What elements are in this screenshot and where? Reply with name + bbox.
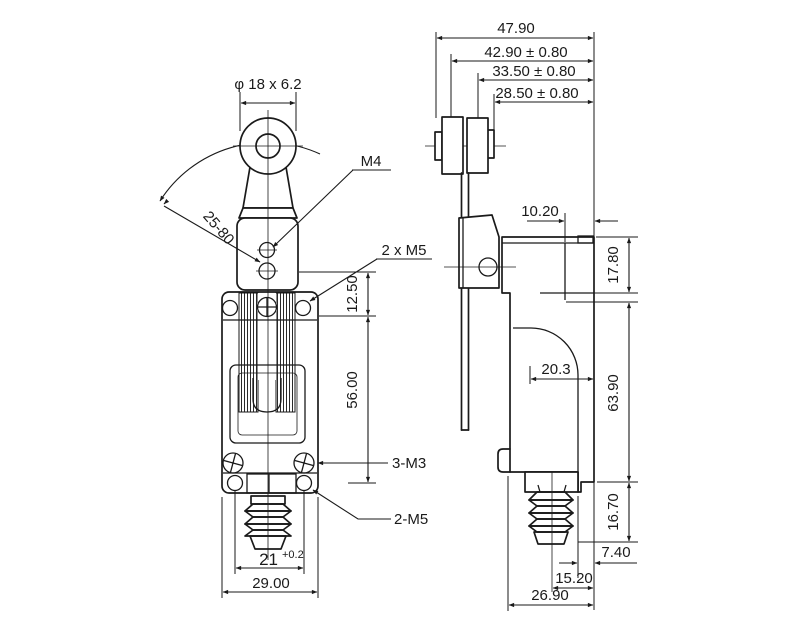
dim-head-top-depth: 10.20 <box>521 203 559 220</box>
head-screw-hole-upper <box>258 241 276 259</box>
dim-conduit-center-depth: 15.20 <box>555 570 593 587</box>
dim-lever-center-depth: 33.50 ± 0.80 <box>492 63 575 80</box>
lever-arm-side <box>460 172 470 431</box>
label-3m3: 3-M3 <box>392 455 426 472</box>
bellows-front <box>244 495 292 550</box>
fin-band-left <box>238 292 259 413</box>
cover-screw-left <box>222 452 244 474</box>
roller-axle-left <box>434 131 443 161</box>
dim-hub-face-depth: 28.50 ± 0.80 <box>495 85 578 102</box>
dim-head-height: 17.80 <box>605 246 622 284</box>
dim-bottom-hole-tolerance: +0.2 <box>282 549 304 561</box>
conduit-block <box>524 471 579 493</box>
plunger-slot <box>252 378 282 413</box>
cover-panel-outer <box>229 364 306 444</box>
front-view: φ 18 x 6.2 25-80 M4 2 x M5 12.50 56.00 3… <box>159 76 432 598</box>
angle-leader <box>163 205 261 263</box>
top-screw <box>256 296 278 318</box>
2m5-leader <box>312 489 391 520</box>
cover-screw-right <box>293 452 315 474</box>
top-hole-left <box>221 299 239 317</box>
head-screw-hole-lower <box>258 262 276 280</box>
top-screw-cross <box>258 298 276 316</box>
dim-angle-range: 25-80 <box>199 208 237 248</box>
2xm5-leader <box>309 258 378 302</box>
roller-side <box>441 116 464 175</box>
dim-hole-spacing-v: 56.00 <box>344 371 361 409</box>
top-hole-right <box>294 299 312 317</box>
body-top-tab <box>577 235 594 244</box>
dim-bottom-hole-spacing: 21 <box>259 550 278 569</box>
dim-body-height: 63.90 <box>605 374 622 412</box>
m4-leader <box>272 169 354 248</box>
lever-plate-side <box>466 117 489 174</box>
lever-swing-envelope <box>513 327 579 472</box>
bottom-terminal-block <box>246 473 297 494</box>
bottom-hole-left <box>226 474 244 492</box>
label-2xm5: 2 x M5 <box>381 242 426 259</box>
bellows-side <box>528 491 574 545</box>
fin-band-right <box>275 292 296 413</box>
dim-conduit-offset: 7.40 <box>601 544 630 561</box>
front-mounting-lug <box>497 448 511 473</box>
head-shaft <box>478 257 498 277</box>
dim-body-width: 29.00 <box>252 575 290 592</box>
dim-roller-center-depth: 42.90 ± 0.80 <box>484 44 567 61</box>
dim-conduit-height: 16.70 <box>605 493 622 531</box>
dim-front-clearance: 20.3 <box>541 361 570 378</box>
dim-roller-size: φ 18 x 6.2 <box>234 76 301 93</box>
dim-total-depth: 47.90 <box>497 20 535 37</box>
switch-head-side <box>458 214 500 289</box>
dim-base-depth: 26.90 <box>531 587 569 604</box>
switch-head-front <box>236 217 299 291</box>
label-m4: M4 <box>361 153 382 170</box>
cover-panel-inner <box>237 372 298 436</box>
dim-head-to-hole: 12.50 <box>344 275 361 313</box>
label-2m5: 2-M5 <box>394 511 428 528</box>
side-view: 47.90 42.90 ± 0.80 33.50 ± 0.80 28.50 ± … <box>425 20 638 611</box>
